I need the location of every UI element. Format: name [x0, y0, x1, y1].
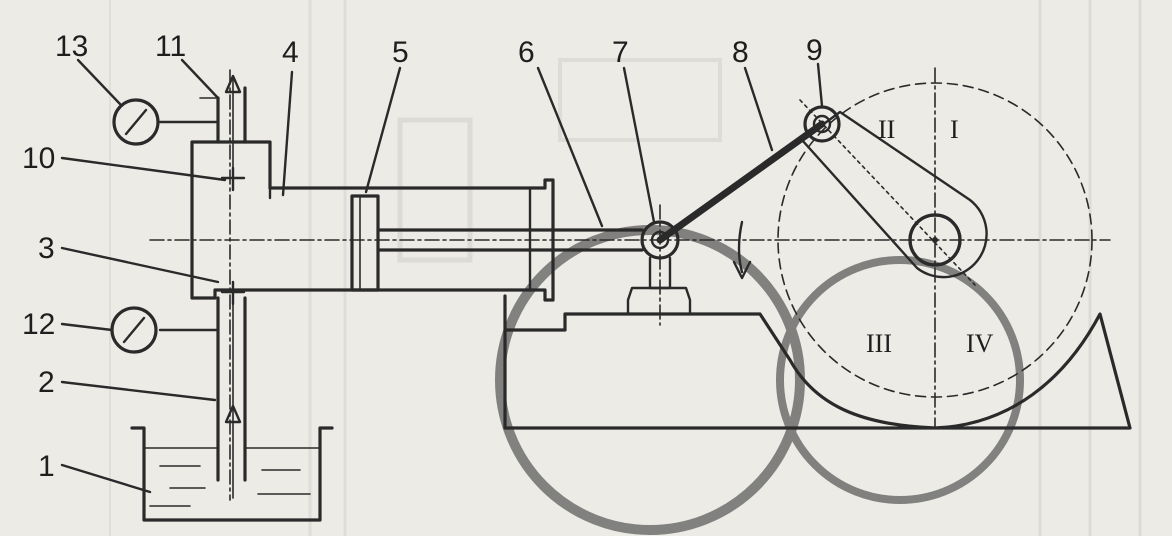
crank-pin-inner: [812, 114, 832, 134]
quadrant-label-3: III: [866, 329, 892, 358]
connecting-rod: [656, 120, 826, 244]
flywheel-outline: [777, 82, 1093, 398]
frame-outline: [503, 294, 1132, 430]
crank-arm: [800, 105, 988, 279]
suction-pressure-gauge: [110, 306, 158, 354]
leader-3: [60, 246, 220, 284]
label-1: 1: [38, 450, 55, 483]
leader-10: [60, 156, 227, 182]
piston: [350, 194, 380, 292]
quadrant-label-2: II: [878, 115, 895, 144]
bleed-rect-2: [558, 58, 722, 142]
label-3: 3: [38, 232, 55, 265]
suction-flow-arrow: [224, 404, 242, 424]
discharge-pressure-gauge: [112, 98, 160, 146]
crosshead-joint-outer: [640, 220, 680, 260]
crank-hub-ring: [908, 213, 962, 267]
callout-labels: 1 2 3 4 5 6 7 8 9 10 11 12 13: [22, 30, 823, 483]
crank-hub-centre: [932, 237, 938, 243]
leader-9: [816, 62, 824, 108]
tank-wall: [130, 426, 334, 522]
crank-arm-body: [800, 110, 988, 279]
bleed-rect-1: [397, 117, 473, 263]
rotation-arrow-head: [732, 260, 752, 280]
leader-lines: [60, 58, 824, 494]
machine-frame: [503, 294, 1132, 430]
leader-1: [60, 463, 152, 494]
bleed-ring-1: [495, 225, 805, 535]
label-13: 13: [55, 30, 88, 63]
leader-5: [364, 66, 402, 194]
leader-8: [743, 66, 774, 152]
label-8: 8: [732, 36, 749, 69]
leader-11: [180, 58, 220, 100]
leader-6: [536, 66, 604, 228]
label-12: 12: [22, 308, 55, 341]
suction-pipe: [158, 280, 247, 499]
crank-diagonal-line: [799, 99, 976, 286]
rotation-arrow: [732, 220, 752, 280]
rotation-arrow-shaft: [737, 220, 744, 274]
liquid-tank: [130, 426, 334, 522]
crosshead-slide-block: [626, 286, 692, 316]
label-4: 4: [282, 36, 299, 69]
label-5: 5: [392, 36, 409, 69]
quadrant-label-4: IV: [966, 329, 994, 358]
label-7: 7: [612, 36, 629, 69]
pump-cylinder: [190, 140, 555, 302]
quadrant-labels: I II III IV: [866, 115, 994, 358]
connecting-rod-bar: [656, 120, 826, 244]
suction-gauge-needle: [122, 316, 146, 344]
crosshead-joint-inner: [650, 230, 670, 250]
label-9: 9: [806, 34, 823, 67]
discharge-flow-arrow: [224, 74, 242, 94]
piston-assembly: [350, 194, 644, 292]
leader-12: [60, 322, 114, 332]
label-10: 10: [22, 142, 55, 175]
leader-7: [622, 66, 656, 224]
label-11: 11: [155, 30, 186, 63]
bleed-ring-2: [776, 256, 1024, 504]
label-2: 2: [38, 366, 55, 399]
discharge-gauge-dial: [112, 98, 160, 146]
leader-13: [76, 58, 122, 106]
label-6: 6: [518, 36, 535, 69]
bleed-through-background: [109, 0, 1142, 536]
leader-4: [281, 70, 294, 197]
discharge-pipe: [158, 74, 247, 192]
leader-2: [60, 380, 217, 402]
quadrant-label-1: I: [950, 115, 959, 144]
discharge-gauge-needle: [124, 108, 148, 136]
